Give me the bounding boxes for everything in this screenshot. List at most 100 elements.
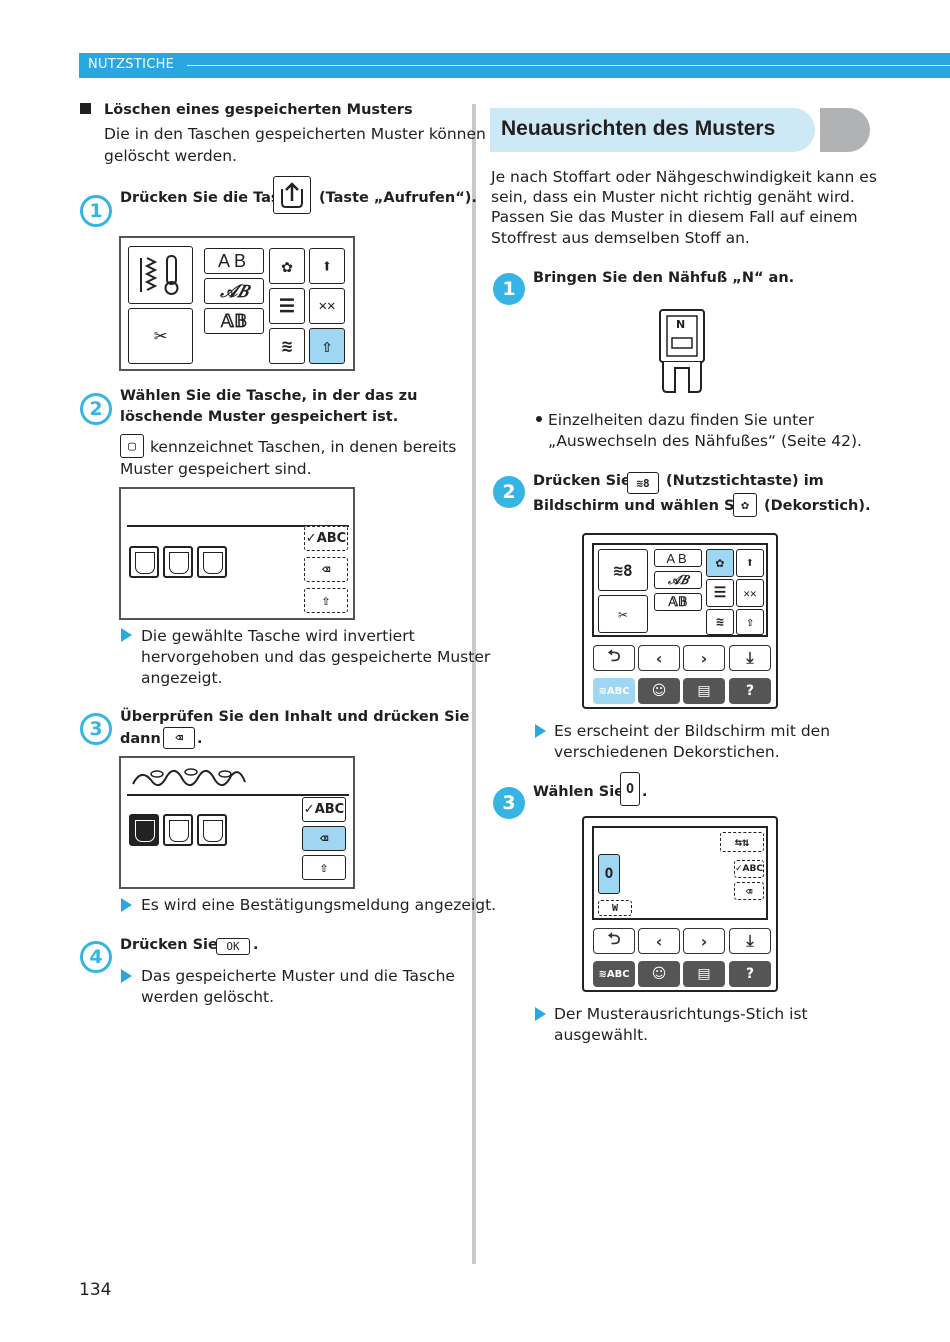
step-3-number: 3 [80,713,112,745]
left-heading: Löschen eines gespeicherten Musters [104,102,413,118]
script-ab-key[interactable]: 𝒜𝐵 [654,571,702,589]
outline-ab-key[interactable]: 𝔸𝔹 [654,593,702,611]
foot-letter: N [676,318,686,331]
recall-key-icon-selected[interactable]: ⇧ [309,328,345,364]
section-label: NUTZSTICHE [88,57,175,72]
r-step-3-number: 3 [493,787,525,819]
satin-oval-key-icon[interactable]: ☰ [706,579,734,607]
help-mode-button[interactable]: ? [729,678,771,704]
script-ab-key[interactable]: 𝒜𝐵 [204,278,264,304]
utility-stitch-key-icon-inline[interactable]: ≋8 [627,472,659,494]
settings-mode-button[interactable]: ▤ [683,678,725,704]
utility-abc-mode-button[interactable]: ≋ABC [593,678,635,704]
r-step-1-bullet-2: „Auswechseln des Nähfußes“ (Seite 42). [548,432,862,450]
check-abc-button[interactable]: ✓ABC [304,526,348,551]
satin-stitch-key-icon[interactable]: ⬆ [736,549,764,577]
recall-key-icon[interactable]: ⇧ [736,609,764,635]
step-4-result-2: werden gelöscht. [141,988,275,1006]
cross-stitch-key-icon[interactable]: ✕✕ [736,579,764,607]
r-step-2-c: Bildschirm und wählen Sie [533,498,750,514]
step-1-text-after: (Taste „Aufrufen“). [319,190,477,206]
pocket-3[interactable] [197,546,227,578]
save-button[interactable]: ⤓ [729,928,771,954]
step-2-line-1: Wählen Sie die Tasche, in der das zu [120,388,418,404]
utility-abc-mode-button[interactable]: ≋ABC [593,961,635,987]
pocket-icon: ▢ [120,434,144,458]
utility-stitch-key-icon[interactable] [128,246,193,304]
sewing-foot-icon[interactable]: ✂ [128,308,193,364]
r-step-2-d: (Dekorstich). [764,498,871,514]
step-3-line-1: Überprüfen Sie den Inhalt und drücken Si… [120,709,470,725]
r-step-2-result-2: verschiedenen Dekorstichen. [554,743,780,761]
outline-ab-key[interactable]: 𝔸𝔹 [204,308,264,334]
pocket-1[interactable] [129,546,159,578]
lcd-display-1: ≋8 AB 𝒜𝐵 𝔸𝔹 ✿ ⬆ ☰ ✕✕ ✂ ≋ ⇧ [592,543,768,637]
embroidery-mode-button[interactable]: ☺ [638,961,680,987]
satin-oval-key-icon[interactable]: ☰ [269,288,305,324]
pattern-line [127,525,349,527]
recall-button-icon-small[interactable]: ⇧ [302,855,346,880]
realign-stitch-selected[interactable]: O [598,854,620,894]
recall-button-icon[interactable] [273,176,311,214]
utility-stitch-key-icon[interactable]: ≋8 [598,549,648,591]
width-indicator: W [598,900,632,916]
next-button[interactable]: › [683,645,725,671]
settings-mode-button[interactable]: ▤ [683,961,725,987]
leaf-pattern-preview [132,768,246,787]
r-step-1-bullet-1: Einzelheiten dazu finden Sie unter [548,411,815,429]
pocket-1-selected[interactable] [129,814,159,846]
step-1-text: Drücken Sie die Taste [120,190,297,206]
screen-panel-2: ✓ABC ⌫ ⇧ [119,487,355,620]
back-button[interactable]: ⮌ [593,928,635,954]
mirror-buttons[interactable]: ⇆⇅ [720,832,764,852]
check-abc-button[interactable]: ✓ABC [302,797,346,822]
decorative-stitch-key-icon[interactable]: ✿ [269,248,305,284]
step-2-result-3: angezeigt. [141,669,223,687]
device-screen-1: ≋8 AB 𝒜𝐵 𝔸𝔹 ✿ ⬆ ☰ ✕✕ ✂ ≋ ⇧ ⮌ ‹ › ⤓ ≋ABC … [582,533,778,709]
realign-stitch-key-icon[interactable]: O [620,772,640,806]
abc-label: ABC [742,864,763,874]
utility-small-key-icon[interactable]: ≋ [269,328,305,364]
recall-button-icon-small[interactable]: ⇧ [304,588,348,613]
character-ab-key[interactable]: AB [654,549,702,567]
decorative-stitch-key-icon-inline[interactable]: ✿ [733,493,757,517]
prev-button[interactable]: ‹ [638,645,680,671]
bullet-dot [536,416,542,422]
check-abc-button[interactable]: ✓ABC [734,860,764,878]
delete-button-icon[interactable]: ⌫ [304,557,348,582]
abc-label: ABC [606,685,630,697]
cross-stitch-key-icon[interactable]: ✕✕ [309,288,345,324]
pocket-3[interactable] [197,814,227,846]
sewing-foot-icon[interactable]: ✂ [598,595,648,633]
abc-label: ABC [606,968,630,980]
step-3-result: Es wird eine Bestätigungsmeldung angezei… [141,896,497,914]
step-4-text: Drücken Sie [120,937,218,953]
header-bar: NUTZSTICHE [79,53,950,78]
left-intro-1: Die in den Taschen gespeicherten Muster … [104,125,486,143]
prev-button[interactable]: ‹ [638,928,680,954]
character-ab-key[interactable]: AB [204,248,264,274]
delete-key-icon[interactable]: ⌫ [163,727,195,749]
step-4-period: . [253,937,259,953]
pocket-2[interactable] [163,546,193,578]
help-mode-button[interactable]: ? [729,961,771,987]
step-2-line-2: löschende Muster gespeichert ist. [120,409,399,425]
r-step-2-a: Drücken Sie [533,473,631,489]
header-rule [187,65,950,66]
decorative-stitch-key-selected[interactable]: ✿ [706,549,734,577]
r-step-3-result-2: ausgewählt. [554,1026,649,1044]
save-button[interactable]: ⤓ [729,645,771,671]
embroidery-mode-button[interactable]: ☺ [638,678,680,704]
pattern-line [127,794,349,796]
back-button[interactable]: ⮌ [593,645,635,671]
pocket-2[interactable] [163,814,193,846]
delete-button-icon[interactable]: ⌫ [734,882,764,900]
device-screen-2: O W ⇆⇅ ✓ABC ⌫ ⮌ ‹ › ⤓ ≋ABC ☺ ▤ ? [582,816,778,992]
utility-small-key-icon[interactable]: ≋ [706,609,734,635]
screen-panel-3: ✓ABC ⌫ ⇧ [119,756,355,889]
delete-button-icon-selected[interactable]: ⌫ [302,826,346,851]
ok-button[interactable]: OK [216,938,250,955]
step-2-result-1: Die gewählte Tasche wird invertiert [141,627,415,645]
next-button[interactable]: › [683,928,725,954]
satin-stitch-key-icon[interactable]: ⬆ [309,248,345,284]
